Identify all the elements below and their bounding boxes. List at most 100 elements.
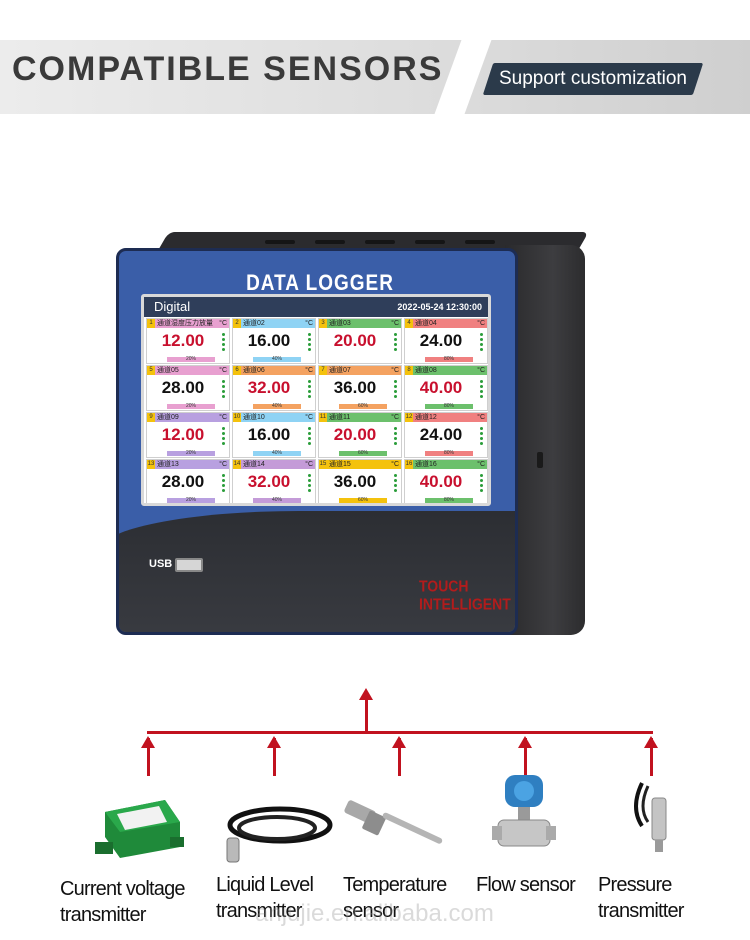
vent-slot xyxy=(365,240,395,244)
channel-status-dots xyxy=(480,474,484,494)
channel-unit: °C xyxy=(305,461,313,468)
channel-status-dots xyxy=(394,474,398,494)
channel-value: 20.00 xyxy=(333,331,377,350)
page-title: COMPATIBLE SENSORS xyxy=(12,50,444,88)
channel-percent: 60% xyxy=(339,404,387,409)
channel-percent: 60% xyxy=(339,498,387,503)
channel-status-dots xyxy=(480,380,484,400)
channel-color-bar xyxy=(405,319,487,328)
channel-name: 通道11 xyxy=(329,414,351,421)
channel-number: 6 xyxy=(233,366,241,375)
channel-color-bar xyxy=(319,366,401,375)
channel-name: 通道06 xyxy=(243,367,265,374)
channel-color-bar xyxy=(147,366,229,375)
channel-number: 9 xyxy=(147,413,155,422)
channel-percent: 40% xyxy=(253,404,301,409)
channel-name: 通道10 xyxy=(243,414,265,421)
channel-number: 13 xyxy=(147,460,155,469)
channel-unit: °C xyxy=(219,461,227,468)
watermark: anjujie.en.alibaba.com xyxy=(255,900,494,927)
channel-status-dots xyxy=(308,380,312,400)
channel-name: 通道04 xyxy=(415,320,437,327)
connector-bus xyxy=(147,731,653,734)
channel-name: 通道07 xyxy=(329,367,351,374)
channel-number: 10 xyxy=(233,413,241,422)
channel-status-dots xyxy=(480,427,484,447)
channel-status-dots xyxy=(480,333,484,353)
device-side-panel xyxy=(505,245,585,635)
channel-unit: °C xyxy=(305,367,313,374)
channel-number: 14 xyxy=(233,460,241,469)
channel-value: 16.00 xyxy=(247,425,291,444)
channel-unit: °C xyxy=(391,320,399,327)
channel-name: 通道08 xyxy=(415,367,437,374)
channel-value: 36.00 xyxy=(333,378,377,397)
channel-number: 15 xyxy=(319,460,327,469)
channel-percent: 20% xyxy=(167,357,215,362)
channel-percent: 20% xyxy=(167,451,215,456)
channel-number: 2 xyxy=(233,319,241,328)
channel-number: 12 xyxy=(405,413,413,422)
channel-number: 7 xyxy=(319,366,327,375)
channel-name: 通道02 xyxy=(243,320,265,327)
channel-unit: °C xyxy=(305,320,313,327)
channel-color-bar xyxy=(233,366,315,375)
channel-status-dots xyxy=(394,427,398,447)
channel-value: 12.00 xyxy=(161,331,205,350)
device-front: DATA LOGGER Digital 2022-05-24 12:30:00 … xyxy=(116,248,518,635)
channel-value: 40.00 xyxy=(419,472,463,491)
connector-drop xyxy=(273,738,276,776)
channel-status-dots xyxy=(222,427,226,447)
channel-percent: 80% xyxy=(425,451,473,456)
device-title: DATA LOGGER xyxy=(246,271,394,296)
channel-number: 4 xyxy=(405,319,413,328)
channel-color-bar xyxy=(405,366,487,375)
channel-name: 通道16 xyxy=(415,461,437,468)
channel-color-bar xyxy=(405,460,487,469)
screen-datetime: 2022-05-24 12:30:00 xyxy=(397,302,482,312)
channel-unit: °C xyxy=(391,414,399,421)
channel-number: 3 xyxy=(319,319,327,328)
channel-unit: °C xyxy=(305,414,313,421)
channel-unit: °C xyxy=(477,367,485,374)
channel-number: 8 xyxy=(405,366,413,375)
channel-name: 通道湿度压力放量 xyxy=(157,320,213,327)
channel-percent: 40% xyxy=(253,357,301,362)
flow-sensor-icon xyxy=(492,775,556,847)
channel-percent: 60% xyxy=(339,451,387,456)
channel-value: 32.00 xyxy=(247,472,291,491)
channel-number: 1 xyxy=(147,319,155,328)
channel-percent: 40% xyxy=(253,451,301,456)
liquid-level-transmitter-icon xyxy=(226,806,333,863)
channel-number: 5 xyxy=(147,366,155,375)
screen-header: Digital 2022-05-24 12:30:00 xyxy=(144,297,488,317)
channel-percent: 20% xyxy=(167,498,215,503)
brand-line-2: INTELLIGENT xyxy=(419,595,511,613)
connector-drop xyxy=(650,738,653,776)
channel-name: 通道14 xyxy=(243,461,265,468)
channel-status-dots xyxy=(222,474,226,494)
channel-status-dots xyxy=(222,333,226,353)
channel-name: 通道03 xyxy=(329,320,351,327)
channel-color-bar xyxy=(233,413,315,422)
channel-status-dots xyxy=(222,380,226,400)
channel-value: 28.00 xyxy=(161,472,205,491)
side-button xyxy=(537,452,543,468)
connector-drop xyxy=(398,738,401,776)
usb-label: USB xyxy=(149,558,173,570)
channel-number: 16 xyxy=(405,460,413,469)
channel-percent: 80% xyxy=(425,357,473,362)
